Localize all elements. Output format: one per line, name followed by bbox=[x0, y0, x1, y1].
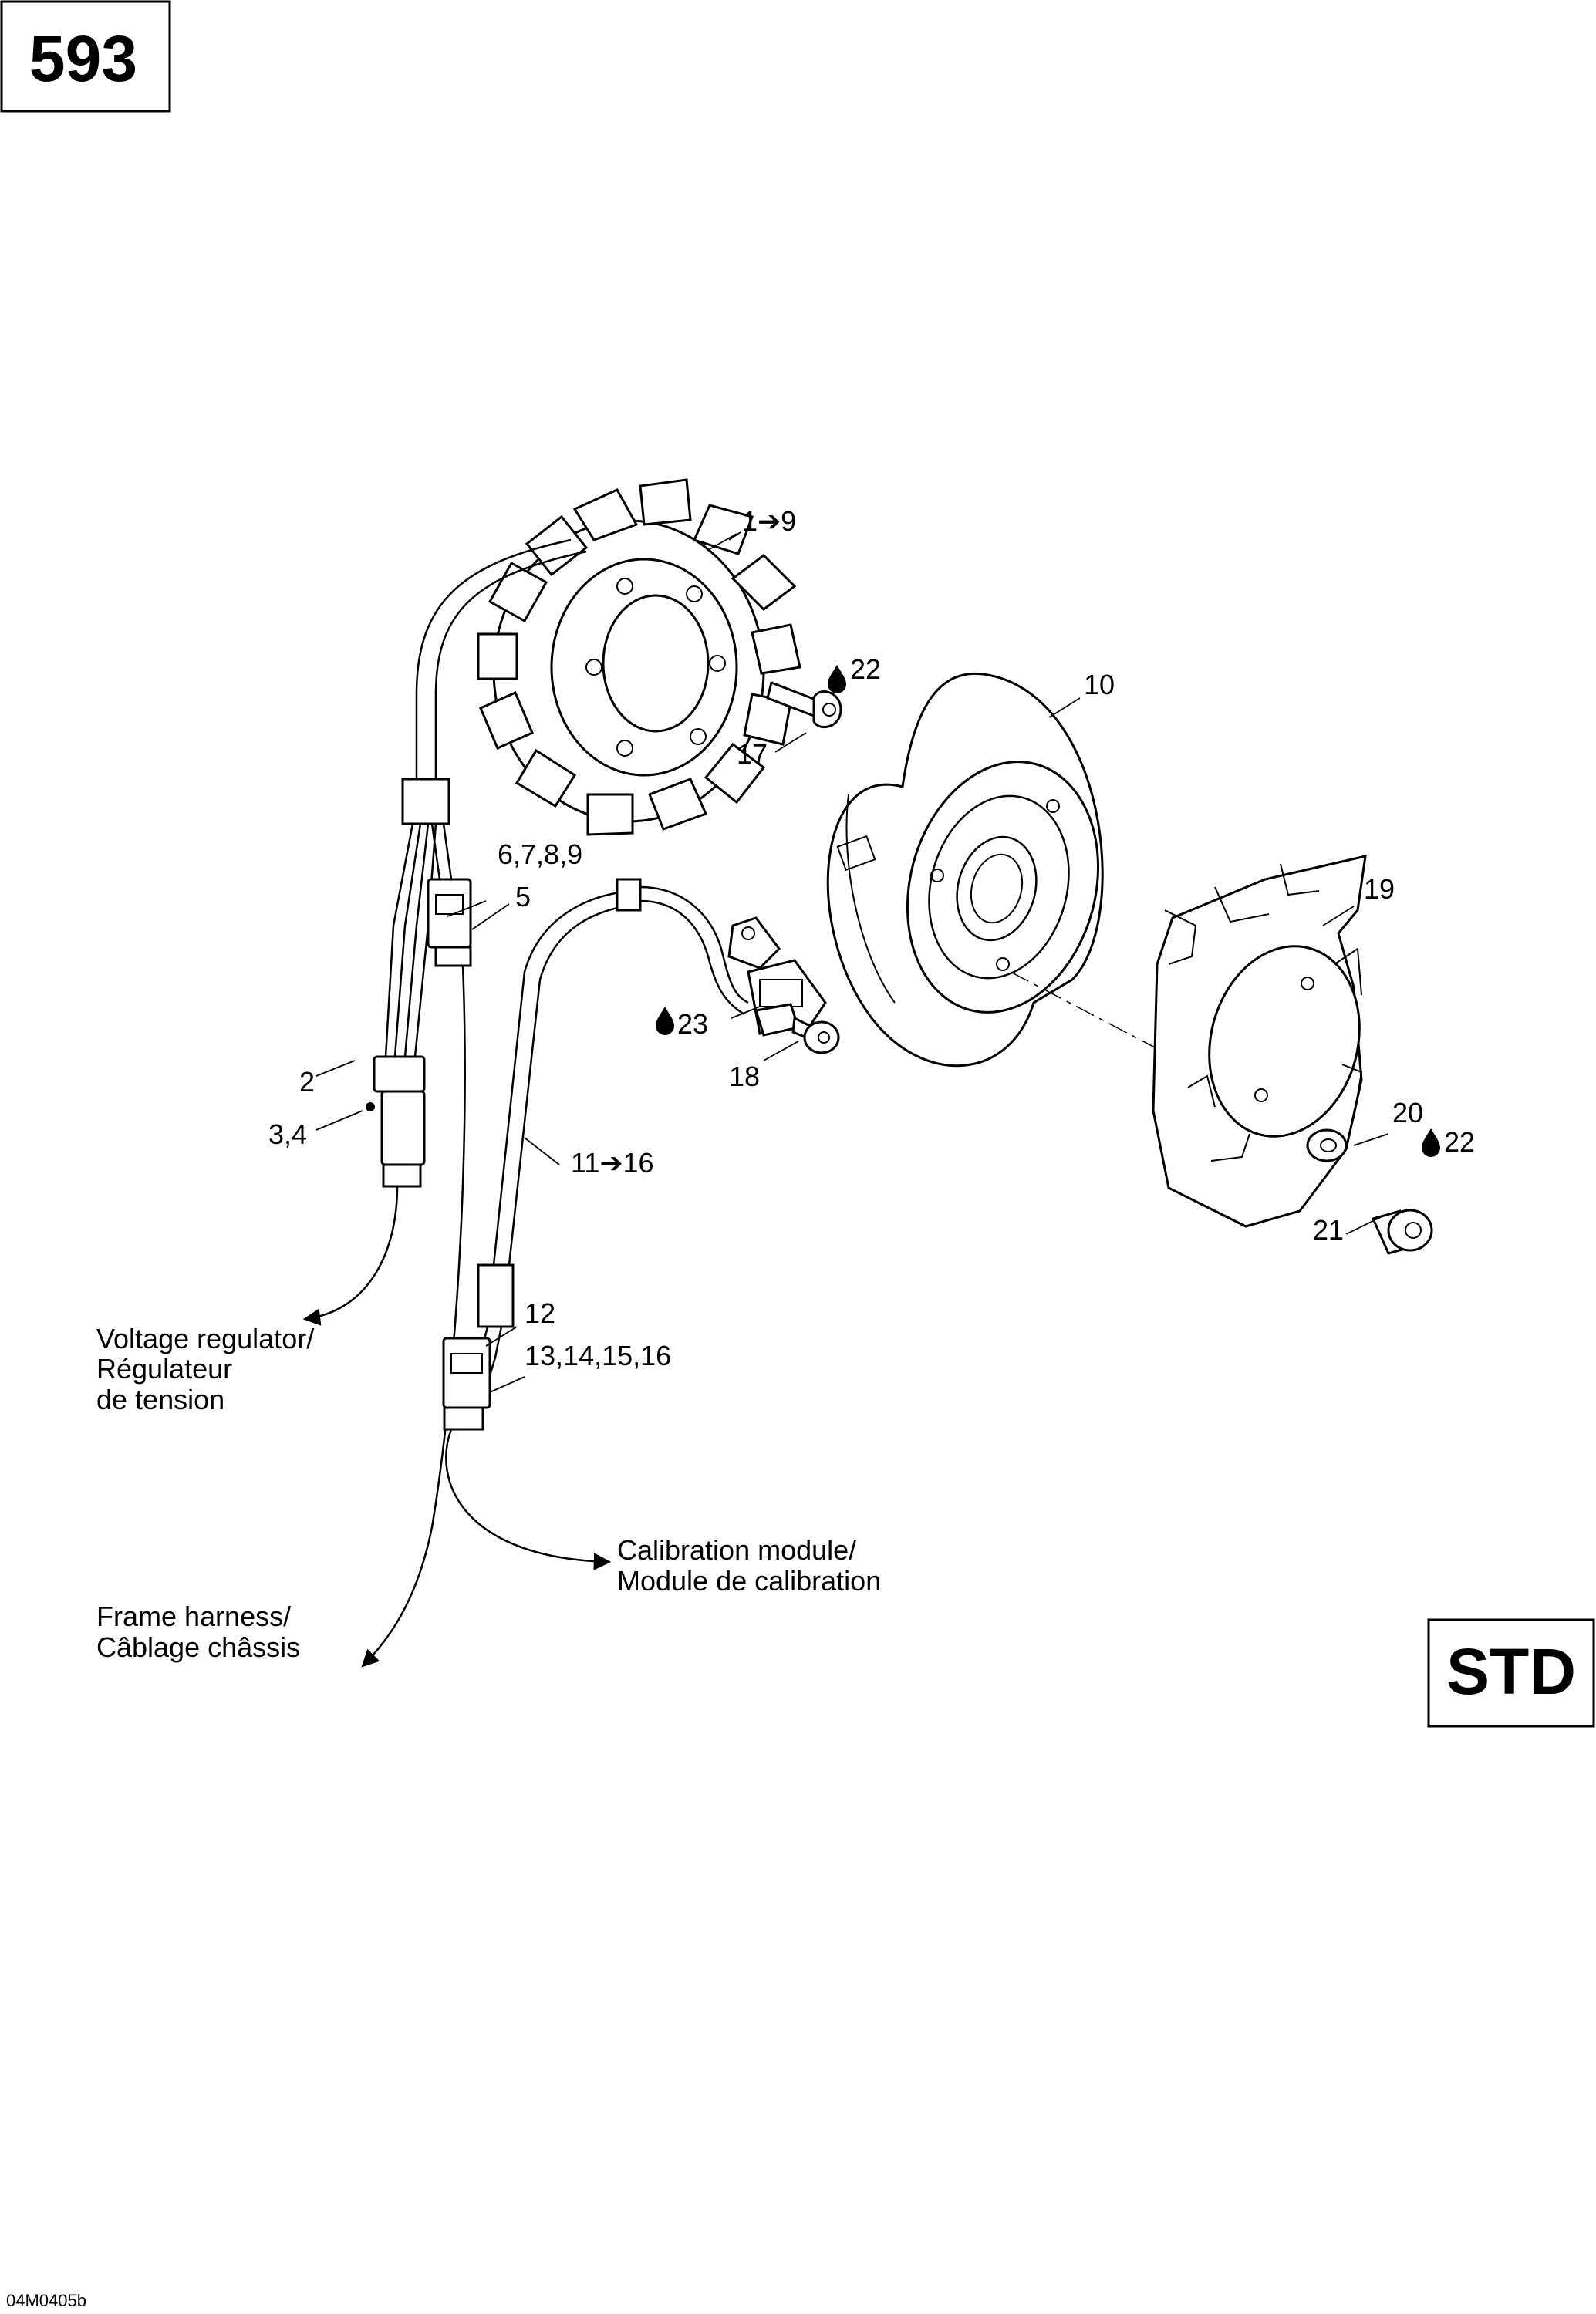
connector-2 bbox=[366, 1055, 426, 1188]
connector-5 bbox=[427, 878, 472, 967]
trigger-coil bbox=[727, 916, 827, 1037]
flywheel bbox=[826, 673, 1104, 1068]
callout-17: 17 bbox=[737, 738, 768, 770]
destination-voltage-regulator: Voltage regulator/ Régulateur de tension bbox=[96, 1323, 314, 1415]
callout-19: 19 bbox=[1364, 873, 1395, 905]
screw-18 bbox=[791, 1016, 840, 1054]
trigger-harness bbox=[471, 878, 749, 1389]
centerline bbox=[1010, 971, 1173, 1057]
callout-23: 23 bbox=[656, 1007, 708, 1040]
connector-12 bbox=[442, 1337, 491, 1431]
callout-22a: 22 bbox=[828, 653, 881, 693]
screw-17 bbox=[766, 680, 842, 728]
leader-lines bbox=[315, 531, 1389, 1393]
svg-text:Frame harness/: Frame harness/ bbox=[96, 1601, 291, 1632]
callout-20: 20 bbox=[1392, 1097, 1423, 1128]
stator-teeth bbox=[477, 478, 801, 836]
callout-3-4: 3,4 bbox=[268, 1118, 307, 1150]
callout-18: 18 bbox=[729, 1061, 760, 1092]
svg-text:Calibration module/: Calibration module/ bbox=[617, 1534, 856, 1566]
destination-frame-harness: Frame harness/ Câblage châssis bbox=[96, 1601, 300, 1663]
callout-2: 2 bbox=[299, 1066, 315, 1098]
screw-21 bbox=[1371, 1209, 1433, 1255]
callouts: 1➔9 22 17 10 6,7,8,9 5 19 23 18 2 3,4 11… bbox=[268, 505, 1475, 1371]
callout-13-14-15-16: 13,14,15,16 bbox=[525, 1340, 671, 1371]
svg-text:22: 22 bbox=[1444, 1126, 1475, 1158]
callout-10: 10 bbox=[1084, 669, 1115, 700]
svg-text:Régulateur: Régulateur bbox=[96, 1353, 232, 1385]
destination-calibration-module: Calibration module/ Module de calibratio… bbox=[617, 1534, 881, 1597]
callout-5: 5 bbox=[515, 881, 531, 912]
callout-22b: 22 bbox=[1422, 1126, 1475, 1158]
svg-text:23: 23 bbox=[677, 1008, 708, 1040]
callout-11-16: 11➔16 bbox=[571, 1147, 654, 1179]
drawing-code: 04M0405b bbox=[6, 2291, 86, 2310]
svg-text:Voltage regulator/: Voltage regulator/ bbox=[96, 1323, 314, 1354]
svg-text:22: 22 bbox=[850, 653, 881, 685]
svg-text:Câblage châssis: Câblage châssis bbox=[96, 1631, 300, 1663]
page-number: 593 bbox=[29, 22, 137, 95]
svg-text:de tension: de tension bbox=[96, 1384, 224, 1415]
drop-icon bbox=[1422, 1128, 1440, 1157]
stator bbox=[477, 478, 801, 836]
variant-box: STD bbox=[1427, 1618, 1595, 1728]
drop-icon bbox=[656, 1007, 674, 1035]
drop-icon bbox=[828, 665, 846, 693]
callout-12: 12 bbox=[525, 1297, 555, 1329]
callout-1-9: 1➔9 bbox=[742, 505, 796, 537]
svg-text:Module de calibration: Module de calibration bbox=[617, 1565, 881, 1597]
callout-6-7-8-9: 6,7,8,9 bbox=[498, 838, 582, 870]
washer-20 bbox=[1306, 1128, 1348, 1162]
callout-21: 21 bbox=[1313, 1214, 1344, 1246]
page-number-box: 593 bbox=[0, 0, 171, 113]
variant-label: STD bbox=[1446, 1635, 1576, 1708]
